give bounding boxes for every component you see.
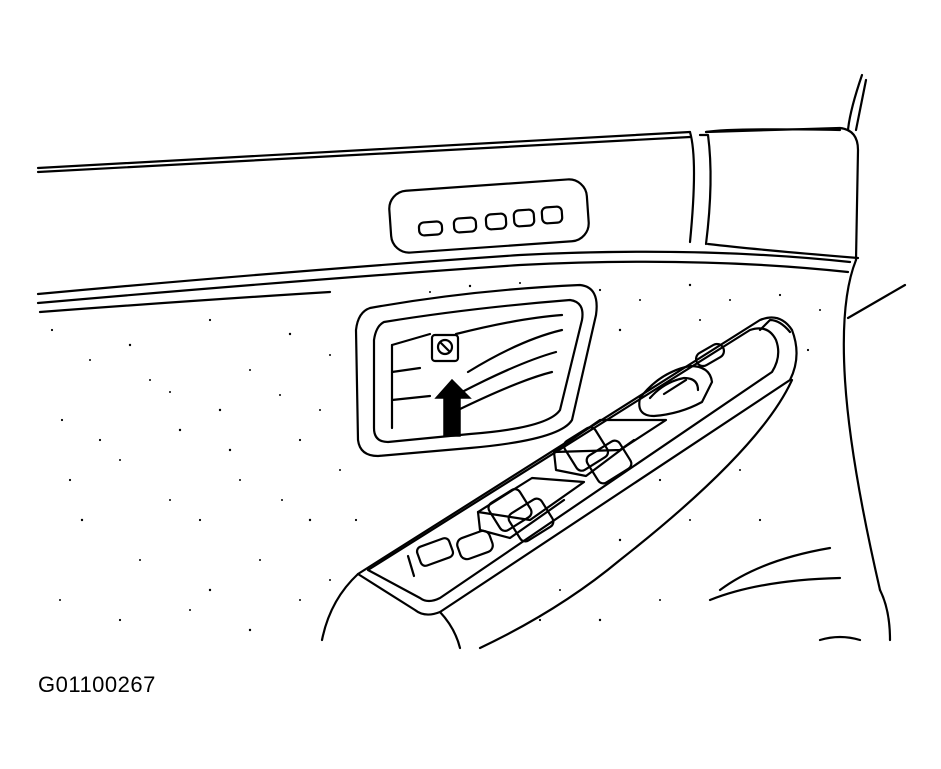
vent-slot-4	[512, 208, 536, 228]
driver-window-switch	[476, 476, 586, 543]
power-window-switch-panel	[320, 316, 862, 650]
callout-arrow	[434, 378, 472, 437]
vent-slot-3	[484, 212, 508, 231]
figure-code: G01100267	[38, 672, 156, 697]
upper-trim-line	[36, 130, 692, 174]
vent-slot-1	[417, 220, 444, 237]
inside-handle-bezel	[354, 283, 598, 458]
handle-screw	[430, 333, 460, 363]
lock-switch	[694, 342, 726, 368]
small-switch-buttons	[406, 529, 494, 578]
vent-slot-5	[540, 205, 564, 225]
trim-cap	[688, 126, 860, 262]
vent-slot-2	[452, 216, 478, 234]
panel-shoulder	[36, 250, 852, 314]
window-lock-button	[638, 364, 714, 418]
rear-window-switch	[552, 418, 668, 485]
door-edge	[842, 73, 907, 642]
panel-texture	[50, 282, 821, 632]
vent-strip	[388, 178, 590, 254]
